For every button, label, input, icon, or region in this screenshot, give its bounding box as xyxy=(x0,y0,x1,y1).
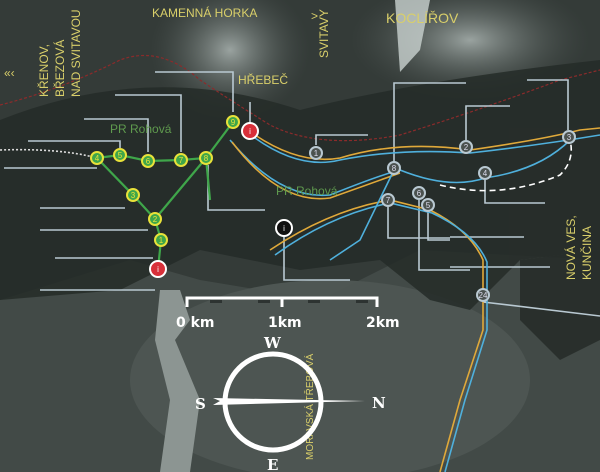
label-nad-svitavou: NAD SVITAVOU xyxy=(69,9,83,97)
green-stop-7-number: 7 xyxy=(179,156,184,165)
green-stop-4-number: 4 xyxy=(95,154,100,163)
grey-stop-3[interactable]: 3 xyxy=(562,130,576,144)
grey-stop-7[interactable]: 7 xyxy=(381,193,395,207)
arrow-krenov: «‹ xyxy=(4,66,15,80)
scale-2km: 2km xyxy=(366,315,400,331)
info-marker-3[interactable]: i xyxy=(275,219,293,237)
compass-e: E xyxy=(267,456,278,472)
info-marker-2-circle xyxy=(149,260,167,278)
grey-stop-7-circle xyxy=(381,193,395,207)
green-stop-7-circle xyxy=(174,153,188,167)
grey-stop-8-circle xyxy=(387,161,401,175)
grey-stop-24-number: 24 xyxy=(479,291,488,300)
scale-1km: 1km xyxy=(268,315,302,331)
info-marker-3-circle xyxy=(275,219,293,237)
callout-lines xyxy=(4,71,600,317)
lake xyxy=(395,0,430,72)
green-stop-9[interactable]: 9 xyxy=(226,115,240,129)
grey-stop-1[interactable]: 1 xyxy=(309,146,323,160)
green-stop-9-number: 9 xyxy=(231,118,236,127)
label-koclirov: KOCLÍŘOV xyxy=(386,10,459,26)
label-brezova: BŘEZOVÁ xyxy=(52,40,67,97)
green-stop-8[interactable]: 8 xyxy=(199,151,213,165)
green-stop-2-circle xyxy=(148,212,162,226)
info-marker-2[interactable]: i xyxy=(149,260,167,278)
green-stop-2[interactable]: 2 xyxy=(148,212,162,226)
green-stop-6-number: 6 xyxy=(146,157,151,166)
green-stop-1-number: 1 xyxy=(159,236,164,245)
grey-stop-1-number: 1 xyxy=(314,149,319,158)
grey-stop-7-number: 7 xyxy=(386,196,391,205)
green-stop-5[interactable]: 5 xyxy=(113,148,127,162)
grey-stop-2[interactable]: 2 xyxy=(459,140,473,154)
grey-stop-5-number: 5 xyxy=(426,201,431,210)
label-hrebec: HŘEBEČ xyxy=(238,72,288,87)
grey-stop-4-number: 4 xyxy=(483,169,488,178)
grey-stop-6-circle xyxy=(412,186,426,200)
green-stop-6-circle xyxy=(141,154,155,168)
green-stop-4-circle xyxy=(90,151,104,165)
green-stop-7[interactable]: 7 xyxy=(174,153,188,167)
label-pr-rohova: PR Rohová xyxy=(110,122,172,136)
label-kamenna-horka: KAMENNÁ HORKA xyxy=(152,5,257,20)
info-marker-1[interactable]: i xyxy=(241,122,259,140)
label-pr-rohova-2: PR Rohová xyxy=(276,184,338,198)
label-kuncina: KUNČINA xyxy=(579,226,594,280)
green-stop-3-circle xyxy=(126,188,140,202)
grey-stop-24-circle xyxy=(476,288,490,302)
scale-bar: 0 km 1km 2km xyxy=(176,296,400,331)
grey-stop-2-circle xyxy=(459,140,473,154)
grey-stop-1-circle xyxy=(309,146,323,160)
compass-s: S xyxy=(195,395,206,413)
info-marker-1-circle xyxy=(241,122,259,140)
routes xyxy=(0,127,600,472)
place-labels: KAMENNÁ HORKA KOCLÍŘOV HŘEBEČ SVITAVY > … xyxy=(4,5,594,460)
grey-stop-4[interactable]: 4 xyxy=(478,166,492,180)
compass-w: W xyxy=(263,334,282,352)
arrow-svitavy: > xyxy=(311,9,318,23)
green-stop-8-number: 8 xyxy=(204,154,209,163)
label-krenov: KŘENOV, xyxy=(36,44,51,97)
green-stop-3-number: 3 xyxy=(131,191,136,200)
green-stop-1[interactable]: 1 xyxy=(154,233,168,247)
green-stop-5-number: 5 xyxy=(118,151,123,160)
green-stop-8-circle xyxy=(199,151,213,165)
grey-stop-3-circle xyxy=(562,130,576,144)
green-stop-9-circle xyxy=(226,115,240,129)
compass-rose: W S N E xyxy=(195,334,386,472)
compass-n: N xyxy=(372,394,386,412)
info-marker-2-number: i xyxy=(157,265,159,274)
grey-stop-2-number: 2 xyxy=(464,143,469,152)
label-svitavy: SVITAVY xyxy=(317,9,331,58)
green-stop-3[interactable]: 3 xyxy=(126,188,140,202)
forest xyxy=(0,60,600,360)
grey-stop-6-number: 6 xyxy=(417,189,422,198)
label-nova-ves: NOVÁ VES, xyxy=(563,215,578,280)
grey-stop-6[interactable]: 6 xyxy=(412,186,426,200)
grey-stop-8-number: 8 xyxy=(392,164,397,173)
info-marker-1-number: i xyxy=(249,127,251,136)
green-stop-2-number: 2 xyxy=(153,215,158,224)
green-stop-4[interactable]: 4 xyxy=(90,151,104,165)
green-stop-1-circle xyxy=(154,233,168,247)
compass-needle xyxy=(213,398,365,405)
grey-stop-4-circle xyxy=(478,166,492,180)
town-moravska-trebova xyxy=(155,290,200,472)
info-marker-3-number: i xyxy=(283,224,285,233)
grey-stop-5-circle xyxy=(421,198,435,212)
grey-stop-3-number: 3 xyxy=(567,133,572,142)
grey-stop-5[interactable]: 5 xyxy=(421,198,435,212)
scale-0km: 0 km xyxy=(176,315,215,331)
grey-stop-24[interactable]: 24 xyxy=(476,288,490,302)
green-stop-6[interactable]: 6 xyxy=(141,154,155,168)
grey-stop-8[interactable]: 8 xyxy=(387,161,401,175)
green-stop-5-circle xyxy=(113,148,127,162)
